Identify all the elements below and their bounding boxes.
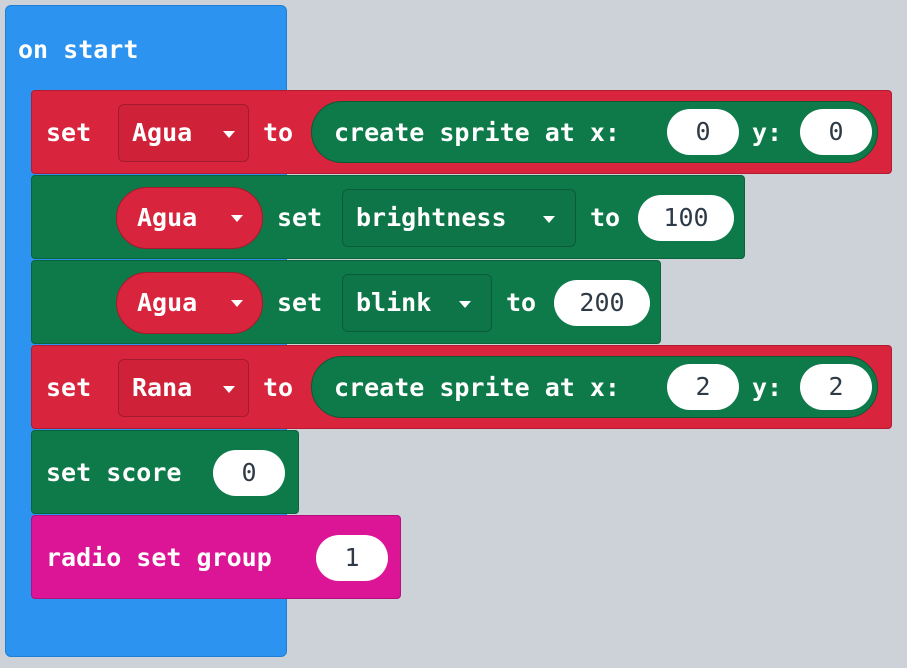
variable-dropdown-agua[interactable]: Agua xyxy=(118,104,249,162)
grid-plus-mark xyxy=(594,600,605,611)
grid-plus-mark xyxy=(834,40,845,51)
blink-value-input[interactable]: 200 xyxy=(554,280,650,326)
chevron-down-icon xyxy=(459,301,471,308)
score-value-input[interactable]: 0 xyxy=(213,450,285,496)
variable-name: Agua xyxy=(132,118,193,147)
set-rana-block[interactable]: set Rana to create sprite at x: 2 y: 2 xyxy=(31,345,892,429)
y-value-input[interactable]: 2 xyxy=(800,364,872,410)
y-value-input[interactable]: 0 xyxy=(800,109,872,155)
grid-plus-mark xyxy=(354,600,365,611)
set-agua-block[interactable]: set Agua to create sprite at x: 0 y: 0 xyxy=(31,90,892,174)
to-keyword: to xyxy=(506,288,537,317)
grid-plus-mark xyxy=(594,40,605,51)
grid-plus-mark xyxy=(434,40,445,51)
sprite-variable-agua[interactable]: Agua xyxy=(116,187,263,249)
brightness-value-input[interactable]: 100 xyxy=(638,195,734,241)
grid-plus-mark xyxy=(434,520,445,531)
grid-plus-mark xyxy=(754,280,765,291)
sprite-variable-agua[interactable]: Agua xyxy=(116,272,263,334)
chevron-down-icon xyxy=(231,215,243,222)
grid-plus-mark xyxy=(834,200,845,211)
grid-plus-mark xyxy=(434,440,445,451)
to-keyword: to xyxy=(263,118,294,147)
grid-plus-mark xyxy=(354,440,365,451)
x-value-input[interactable]: 2 xyxy=(667,364,739,410)
set-score-label: set score xyxy=(46,458,182,487)
grid-plus-mark xyxy=(674,280,685,291)
radio-group-value-input[interactable]: 1 xyxy=(316,535,388,581)
sprite-name: Agua xyxy=(137,203,198,232)
create-sprite-block[interactable]: create sprite at x: 0 y: 0 xyxy=(311,101,878,163)
grid-plus-mark xyxy=(754,600,765,611)
y-label: y: xyxy=(752,373,783,402)
grid-plus-mark xyxy=(674,40,685,51)
chevron-down-icon xyxy=(231,300,243,307)
chevron-down-icon xyxy=(223,386,235,393)
set-score-block[interactable]: set score 0 xyxy=(31,430,299,514)
grid-plus-mark xyxy=(754,40,765,51)
on-start-label: on start xyxy=(18,35,139,64)
to-keyword: to xyxy=(263,373,294,402)
property-dropdown-brightness[interactable]: brightness xyxy=(342,189,576,247)
grid-plus-mark xyxy=(674,520,685,531)
grid-plus-mark xyxy=(674,600,685,611)
y-label: y: xyxy=(752,118,783,147)
sprite-set-brightness-block[interactable]: Agua set brightness to 100 xyxy=(31,175,745,259)
chevron-down-icon xyxy=(543,216,555,223)
grid-plus-mark xyxy=(834,520,845,531)
create-sprite-block[interactable]: create sprite at x: 2 y: 2 xyxy=(311,356,878,418)
grid-plus-mark xyxy=(594,440,605,451)
grid-plus-mark xyxy=(514,520,525,531)
radio-set-group-label: radio set group xyxy=(46,543,272,572)
create-sprite-label: create sprite at x: xyxy=(334,118,620,147)
x-value-input[interactable]: 0 xyxy=(667,109,739,155)
sprite-name: Agua xyxy=(137,288,198,317)
to-keyword: to xyxy=(590,203,621,232)
variable-name: Rana xyxy=(132,373,193,402)
set-keyword: set xyxy=(46,118,92,147)
grid-plus-mark xyxy=(754,440,765,451)
property-dropdown-blink[interactable]: blink xyxy=(342,274,492,332)
grid-plus-mark xyxy=(834,600,845,611)
grid-plus-mark xyxy=(754,520,765,531)
grid-plus-mark xyxy=(434,600,445,611)
grid-plus-mark xyxy=(754,200,765,211)
radio-set-group-block[interactable]: radio set group 1 xyxy=(31,515,401,599)
grid-plus-mark xyxy=(514,440,525,451)
grid-plus-mark xyxy=(514,600,525,611)
property-name: brightness xyxy=(356,203,507,232)
property-name: blink xyxy=(356,288,432,317)
chevron-down-icon xyxy=(223,131,235,138)
grid-plus-mark xyxy=(594,520,605,531)
grid-plus-mark xyxy=(834,440,845,451)
grid-plus-mark xyxy=(834,280,845,291)
set-keyword: set xyxy=(277,203,323,232)
sprite-set-blink-block[interactable]: Agua set blink to 200 xyxy=(31,260,661,344)
variable-dropdown-rana[interactable]: Rana xyxy=(118,359,249,417)
set-keyword: set xyxy=(46,373,92,402)
grid-plus-mark xyxy=(674,440,685,451)
set-keyword: set xyxy=(277,288,323,317)
create-sprite-label: create sprite at x: xyxy=(334,373,620,402)
grid-plus-mark xyxy=(514,40,525,51)
grid-plus-mark xyxy=(354,40,365,51)
